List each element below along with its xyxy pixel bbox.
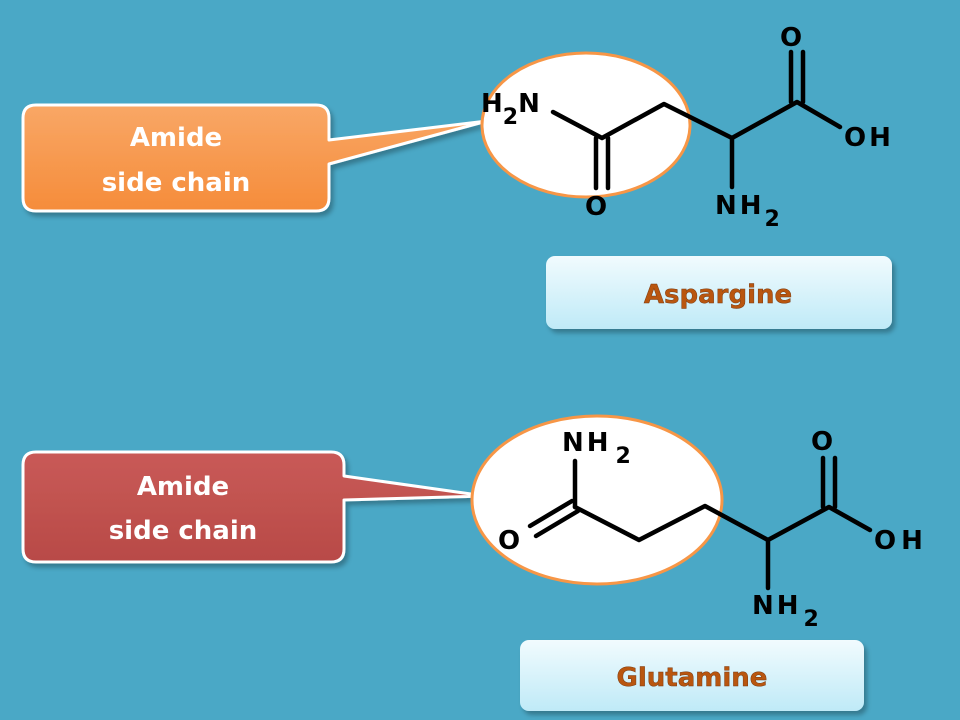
amide-oxygen-label: O — [498, 526, 520, 556]
molecule-name-label: Aspargine — [644, 280, 792, 310]
callout-line1: Amide — [130, 123, 222, 153]
acid-carbonyl-oxygen-label: O — [811, 427, 833, 457]
molecule-name-box — [520, 640, 864, 711]
alpha-amine-label: NH2 — [715, 191, 783, 232]
asparagine-bonds — [550, 49, 843, 191]
glutamine-bonds — [527, 455, 873, 591]
acid-hydroxyl-label: OH — [874, 526, 928, 556]
amide-nh2-label: H2N — [481, 89, 540, 130]
amide-highlight-ellipse — [470, 414, 724, 586]
amide-oxygen-label: O — [585, 192, 607, 222]
callout-amide-side-chain-bottom — [21, 450, 487, 564]
callout-line2: side chain — [102, 168, 251, 198]
callout-amide-side-chain-top — [21, 103, 489, 213]
callout-line2: side chain — [109, 516, 258, 546]
acid-hydroxyl-label: OH — [844, 123, 894, 153]
alpha-amine-label: NH2 — [752, 591, 822, 632]
molecule-name-box — [546, 256, 892, 329]
acid-carbonyl-oxygen-label: O — [780, 23, 802, 53]
asparagine-group: Amide side chain H2N O O OH NH2 Aspargin… — [21, 23, 894, 329]
callout-line1: Amide — [137, 472, 229, 502]
molecule-name-label: Glutamine — [617, 663, 768, 693]
amide-highlight-ellipse — [480, 51, 692, 199]
